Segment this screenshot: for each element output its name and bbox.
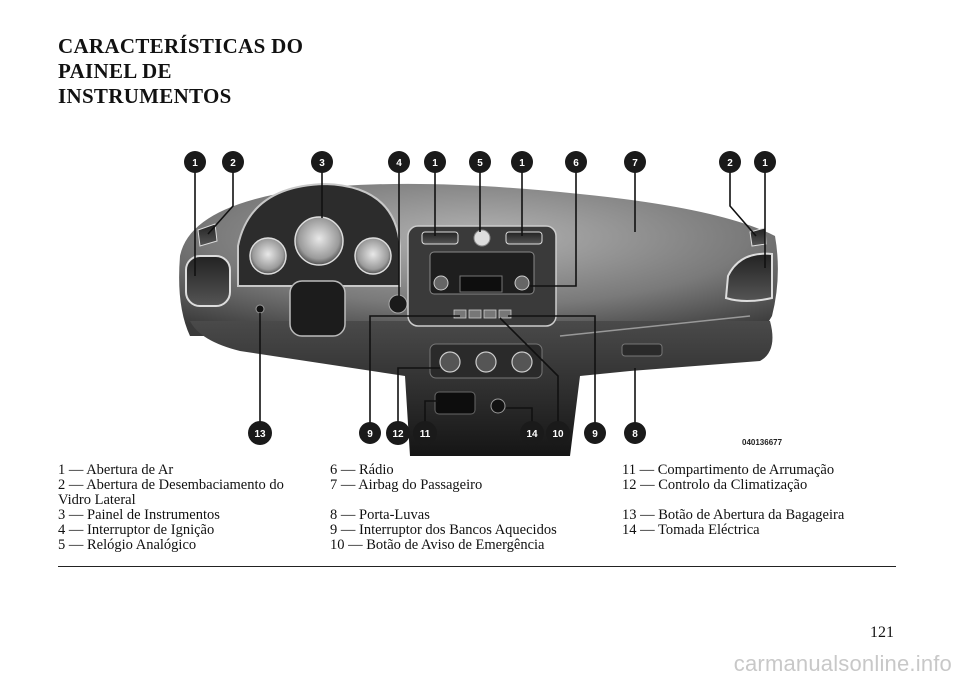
svg-text:11: 11 — [420, 429, 431, 440]
legend-item: 7 — Airbag do Passageiro — [330, 477, 483, 493]
section-heading: CARACTERÍSTICAS DO PAINEL DE INSTRUMENTO… — [58, 34, 318, 109]
legend-item: 8 — Porta-Luvas — [330, 507, 430, 523]
legend-column-1: 1 — Abertura de Ar 2 — Abertura de Desem… — [58, 463, 328, 553]
vent-center-left — [421, 231, 459, 245]
legend-item: 2 — Abertura de Desembaciamento do — [58, 477, 284, 493]
climate-knob-2 — [475, 351, 497, 373]
legend-item: 12 — Controlo da Climatização — [622, 477, 808, 493]
legend-item: 10 — Botão de Aviso de Emergência — [330, 537, 545, 553]
legend-item: 14 — Tomada Eléctrica — [622, 522, 760, 538]
callout-bottom-12: 12 — [386, 421, 410, 445]
power-outlet — [490, 398, 506, 414]
callout-top-5: 1 — [424, 151, 446, 173]
legend-item: 11 — Compartimento de Arrumação — [622, 462, 835, 478]
callout-bottom-11: 11 — [413, 421, 437, 445]
svg-text:1: 1 — [192, 158, 198, 169]
horizontal-rule — [58, 566, 896, 567]
callout-bottom-9a: 9 — [359, 422, 381, 444]
svg-text:8: 8 — [632, 429, 638, 440]
leader-lines — [194, 162, 766, 433]
legend-spacer — [622, 493, 912, 508]
svg-text:4: 4 — [396, 158, 402, 169]
callout-bottom-9b: 9 — [584, 422, 606, 444]
svg-text:1: 1 — [432, 158, 438, 169]
callout-bottom-14: 14 — [520, 421, 544, 445]
callout-top-2: 2 — [222, 151, 244, 173]
legend-item: 6 — Rádio — [330, 462, 394, 478]
analog-clock — [473, 229, 491, 247]
gauge-center — [294, 216, 344, 266]
legend-spacer — [330, 493, 620, 508]
svg-text:9: 9 — [592, 429, 598, 440]
svg-text:10: 10 — [552, 429, 564, 440]
radio-display — [459, 275, 503, 293]
legend-item: 13 — Botão de Abertura da Bagageira — [622, 507, 845, 523]
svg-text:2: 2 — [727, 158, 733, 169]
image-code: 040136677 — [742, 438, 783, 447]
svg-text:7: 7 — [632, 158, 638, 169]
svg-text:5: 5 — [477, 158, 483, 169]
legend-item: 1 — Abertura de Ar — [58, 462, 174, 478]
svg-text:2: 2 — [230, 158, 236, 169]
ignition-switch — [388, 294, 408, 314]
svg-text:6: 6 — [573, 158, 579, 169]
callout-top-1: 1 — [184, 151, 206, 173]
dashboard-drawing — [179, 162, 778, 456]
dashboard-illustration: 1 2 3 4 1 5 1 6 7 2 1 13 9 12 11 14 10 9… — [160, 146, 800, 456]
legend-item: 3 — Painel de Instrumentos — [58, 507, 220, 523]
vent-right — [724, 252, 773, 302]
callout-top-10: 2 — [719, 151, 741, 173]
heading-line-2: PAINEL DE — [58, 59, 172, 83]
callout-top-9: 7 — [624, 151, 646, 173]
legend-column-3: 11 — Compartimento de Arrumação 12 — Con… — [622, 463, 912, 538]
glove-box-handle — [621, 343, 663, 357]
heading-line-3: INSTRUMENTOS — [58, 84, 232, 108]
callout-top-7: 1 — [511, 151, 533, 173]
legend-item: 9 — Interruptor dos Bancos Aquecidos — [330, 522, 557, 538]
glove-box-line — [559, 315, 751, 337]
callout-layer: 1 2 3 4 1 5 1 6 7 2 1 13 9 12 11 14 10 9… — [184, 151, 783, 447]
callout-bottom-8: 8 — [624, 422, 646, 444]
callout-top-6: 5 — [469, 151, 491, 173]
radio-unit — [429, 251, 535, 295]
steering-column — [289, 280, 346, 337]
svg-text:12: 12 — [392, 429, 404, 440]
watermark: carmanualsonline.info — [733, 651, 952, 676]
svg-text:13: 13 — [254, 429, 266, 440]
svg-text:3: 3 — [319, 158, 325, 169]
switch-row — [453, 309, 512, 319]
callout-bottom-13: 13 — [248, 421, 272, 445]
legend-column-2: 6 — Rádio 7 — Airbag do Passageiro 8 — P… — [330, 463, 620, 553]
vent-left — [185, 255, 231, 307]
svg-text:14: 14 — [526, 429, 538, 440]
legend-item: Vidro Lateral — [58, 492, 136, 508]
climate-knob-3 — [511, 351, 533, 373]
callout-bottom-10: 10 — [546, 421, 570, 445]
radio-knob-left — [433, 275, 449, 291]
callout-top-8: 6 — [565, 151, 587, 173]
callout-top-4: 4 — [388, 151, 410, 173]
svg-text:1: 1 — [762, 158, 768, 169]
heading-line-1: CARACTERÍSTICAS DO — [58, 34, 304, 58]
vent-center-right — [505, 231, 543, 245]
svg-text:9: 9 — [367, 429, 373, 440]
storage-compartment — [434, 391, 476, 415]
page-number: 121 — [870, 624, 894, 641]
legend-item: 4 — Interruptor de Ignição — [58, 522, 215, 538]
callout-top-11: 1 — [754, 151, 776, 173]
climate-knob-1 — [439, 351, 461, 373]
gauge-right — [354, 237, 392, 275]
svg-text:1: 1 — [519, 158, 525, 169]
gauge-left — [249, 237, 287, 275]
radio-knob-right — [514, 275, 530, 291]
legend-item: 5 — Relógio Analógico — [58, 537, 197, 553]
callout-top-3: 3 — [311, 151, 333, 173]
